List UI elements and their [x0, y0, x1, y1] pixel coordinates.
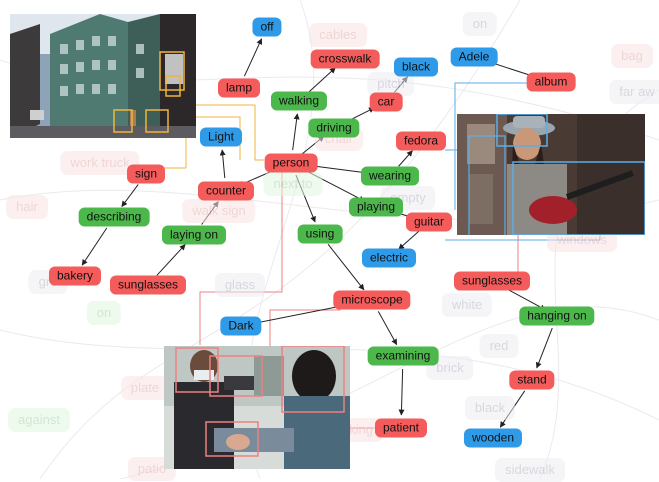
background-label: against [8, 408, 70, 432]
node-sunglasses-l: sunglasses [109, 275, 187, 295]
edge-guitar-to-electric [398, 230, 420, 250]
background-label: glass [214, 273, 266, 297]
node-bakery: bakery [48, 266, 102, 286]
guitarist-photo [457, 114, 645, 235]
node-electric: electric [361, 248, 417, 268]
background-label: sidewalk [495, 458, 565, 482]
node-hanging-on: hanging on [519, 306, 595, 326]
street-photo [10, 14, 196, 138]
background-label: work truck [60, 151, 140, 175]
edge-person-to-walking [292, 113, 300, 151]
node-black: black [393, 57, 439, 77]
background-label: red [479, 334, 519, 358]
edge-hanging-on-to-stand [535, 327, 553, 369]
node-describing: describing [78, 207, 150, 227]
edge-wearing-to-fedora [398, 150, 413, 167]
edge-lamp-to-off [243, 38, 263, 77]
edge-microscope-to-examining [377, 311, 398, 346]
background-label: on [462, 12, 498, 36]
node-sign: sign [126, 164, 166, 184]
background-label: cables [309, 23, 367, 47]
edge-sunglasses-r-to-hanging-on [503, 286, 547, 311]
node-stand: stand [509, 370, 555, 390]
node-person: person [264, 153, 318, 173]
node-playing: playing [348, 197, 404, 217]
node-sunglasses-r: sunglasses [453, 271, 531, 291]
background-label: plate [120, 376, 170, 400]
node-driving: driving [308, 118, 360, 138]
node-walking: walking [270, 91, 328, 111]
node-laying-on: laying on [161, 225, 227, 245]
node-wearing: wearing [360, 166, 420, 186]
background-label: black [464, 396, 516, 420]
node-wooden: wooden [463, 428, 523, 448]
background-label: walk sign [182, 199, 256, 223]
node-light: Light [199, 127, 243, 147]
node-fedora: fedora [395, 131, 447, 151]
background-label: far aw [609, 80, 659, 104]
edge-describing-to-bakery [81, 227, 108, 266]
edge-walking-to-crosswalk [308, 67, 336, 93]
node-guitar: guitar [405, 212, 453, 232]
node-album: album [526, 72, 576, 92]
node-counter: counter [197, 181, 255, 201]
node-adele: Adele [450, 47, 498, 67]
background-label: bag [611, 44, 653, 68]
dentist-photo [164, 346, 350, 469]
node-crosswalk: crosswalk [310, 49, 380, 69]
node-using: using [297, 224, 343, 244]
node-lamp: lamp [217, 78, 261, 98]
node-dark: Dark [220, 316, 262, 336]
node-examining: examining [367, 346, 439, 366]
background-label: next to [263, 172, 323, 196]
edge-sign-to-describing [121, 184, 139, 208]
edge-examining-to-patient [398, 368, 405, 416]
background-label: hair [6, 195, 48, 219]
background-label: on [86, 301, 122, 325]
edge-sunglasses-l-to-laying-on [156, 244, 186, 276]
edge-using-to-microscope [327, 243, 365, 291]
background-label: brick [426, 356, 474, 380]
node-off: off [252, 17, 282, 37]
background-label: white [441, 293, 493, 317]
node-patient: patient [374, 418, 428, 438]
node-microscope: microscope [333, 290, 411, 310]
node-car: car [369, 92, 403, 112]
edge-counter-to-light [219, 149, 226, 179]
